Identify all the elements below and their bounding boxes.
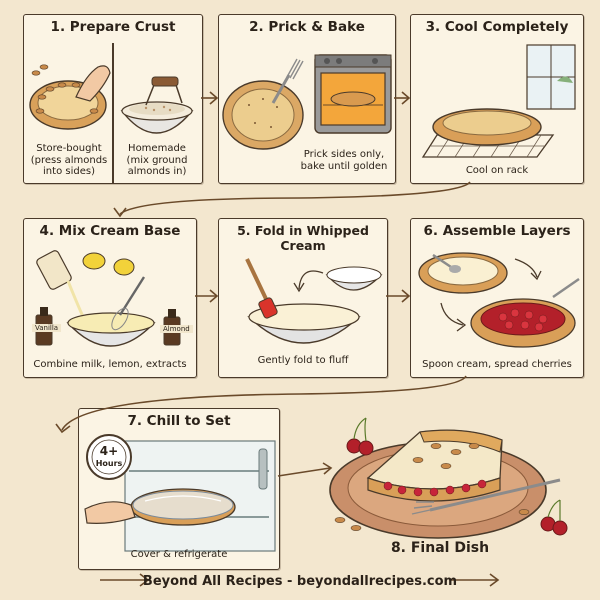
step-2-caption: Prick sides only, bake until golden: [300, 149, 388, 172]
step-5-title: 5. Fold in Whipped Cream: [237, 223, 369, 253]
step-7-caption: Cover & refrigerate: [130, 549, 228, 560]
arrow-5-to-6-head: [401, 289, 411, 303]
arrow-3-to-4: [119, 181, 471, 215]
step-3-caption: Cool on rack: [465, 165, 529, 176]
step-6-caption: Spoon cream, spread cherries: [422, 359, 572, 370]
step-2-title: 2. Prick & Bake: [249, 19, 365, 35]
step-2-illustration: [222, 54, 392, 150]
arrow-3-to-4-head: [113, 207, 127, 218]
arrow-6-to-7-head: [55, 423, 71, 434]
step-6-title: 6. Assemble Layers: [423, 223, 571, 239]
timer-unit: Hours: [95, 459, 123, 468]
step-6-illustration: [418, 252, 580, 348]
step-4-title: 4. Mix Cream Base: [39, 223, 181, 239]
step-1-caption-store-bought: Store-bought (press almonds into sides): [30, 143, 108, 177]
arrow-1-to-2-head: [209, 91, 219, 105]
timer-value: 4+: [99, 444, 119, 458]
arrow-4-to-5-head: [209, 289, 219, 303]
step-4-illustration: [35, 250, 181, 347]
vanilla-bottle-label: Vanilla: [32, 324, 62, 332]
step-1-panel: 1. Prepare Crust Store-bought (press alm…: [23, 14, 203, 184]
step-7-illustration: [84, 434, 276, 552]
step-5-caption: Gently fold to fluff: [257, 355, 349, 366]
step-4-caption: Combine milk, lemon, extracts: [33, 359, 187, 370]
step-1-caption-homemade: Homemade (mix ground almonds in): [126, 143, 188, 177]
almond-bottle-label: Almond: [160, 325, 193, 333]
step-1-illustration: [29, 64, 194, 134]
step-3-title: 3. Cool Completely: [425, 19, 569, 35]
step-5-illustration: [245, 258, 383, 344]
step-1-title: 1. Prepare Crust: [50, 19, 176, 35]
step-3-panel: 3. Cool Completely Cool on rack: [410, 14, 584, 184]
step-4-panel: 4. Mix Cream Base Vanilla Almond Combine…: [23, 218, 197, 378]
step-6-panel: 6. Assemble Layers Spoon cream, spread c…: [410, 218, 584, 378]
arrow-7-to-8-head: [322, 462, 333, 475]
arrow-7-to-8: [277, 467, 331, 477]
footer-credit: Beyond All Recipes - beyondallrecipes.co…: [142, 574, 458, 589]
step-1-divider: [112, 43, 114, 183]
step-7-panel: 7. Chill to Set 4+ Hours Cover & refrige…: [78, 408, 280, 570]
step-3-illustration: [421, 44, 576, 158]
arrow-2-to-3-head: [401, 91, 411, 105]
step-5-panel: 5. Fold in Whipped Cream Gently fold to …: [218, 218, 388, 378]
step-2-panel: 2. Prick & Bake Prick sides only, bake u…: [218, 14, 396, 184]
step-8-title: 8. Final Dish: [390, 540, 490, 556]
